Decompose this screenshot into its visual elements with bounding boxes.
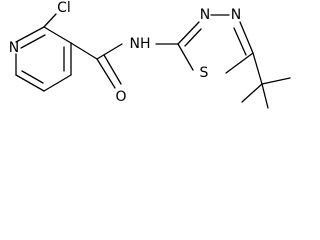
bond-c2-cl [43,13,57,28]
bond-carbonyl-o-double [103,54,122,85]
bond-c5-c6-double [21,70,44,84]
amide-group [70,42,123,89]
bond-n-c2-double [20,34,46,49]
atom-thiadiazole-n4: N [231,7,241,23]
chemical-structure-diagram: N Cl O NH N N S [9,0,291,109]
bond-c4-c5 [43,74,72,92]
pyridine-ring [15,26,72,92]
bond-c2-c3 [43,26,72,44]
structure-canvas: N Cl O NH N N S [0,0,313,122]
bond-s-c2 [177,43,194,71]
thiadiazole-ring [177,14,254,74]
atom-thiadiazole-sulfur: S [200,65,209,81]
bond-carbonyl-nh [96,43,123,60]
bond-c5-s [225,52,254,74]
atom-thiadiazole-n3: N [200,7,210,23]
atom-pyridine-nitrogen: N [9,40,19,56]
tert-butyl-group [241,52,291,109]
atom-amide-oxygen: O [115,89,126,105]
bond-n4-c5 [239,21,254,54]
bond-methyl-1 [261,83,269,109]
bond-methyl-2 [261,77,291,85]
bond-carbonyl-o [96,58,116,89]
bond-c2-n3 [177,21,200,45]
bond-methyl-3 [241,83,263,103]
atom-chlorine: Cl [57,0,71,16]
bond-c2-n3-double [184,28,202,47]
bond-c3-carbonyl [70,42,98,60]
bond-c5-c6 [15,74,45,92]
bond-n4-c5-double [233,27,247,56]
atom-amide-nh: NH [130,36,151,52]
bond-c5-quaternary-c [252,52,263,85]
bond-n-c2 [15,26,45,43]
